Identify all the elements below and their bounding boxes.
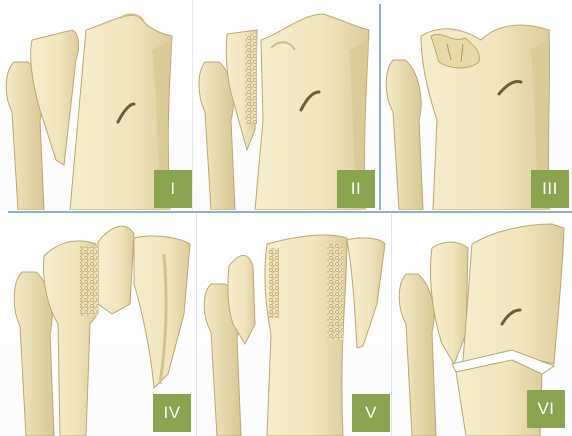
fibula [386, 60, 423, 210]
vertical-separator [379, 4, 381, 210]
panel-type-4: IV [0, 214, 196, 436]
panel-type-2: II [193, 0, 379, 210]
depression-zone-lateral [327, 244, 343, 340]
panel-type-1: I [0, 0, 192, 210]
type-label-III: III [531, 170, 569, 208]
panel-type-3: III [381, 0, 572, 210]
medial-fragment [430, 242, 468, 364]
type-label-V: V [352, 394, 390, 432]
horizontal-separator [8, 211, 572, 213]
vertical-separator-lower-left [196, 214, 197, 436]
type-label-II: II [337, 170, 375, 208]
type-label-VI: VI [527, 390, 565, 428]
type-label-I: I [154, 170, 192, 208]
depression-zone [80, 246, 98, 316]
fibula [399, 274, 436, 436]
type-label-IV: IV [153, 394, 191, 432]
vertical-separator-upper-left [192, 0, 193, 210]
panel-type-6: VI [392, 214, 572, 436]
depression-zone [245, 34, 257, 124]
depression-zone-medial [269, 248, 279, 318]
panel-type-5: V [197, 214, 391, 436]
vertical-separator-lower-right [391, 214, 392, 436]
lateral-fragment [347, 238, 385, 348]
split-fragment [98, 226, 134, 314]
